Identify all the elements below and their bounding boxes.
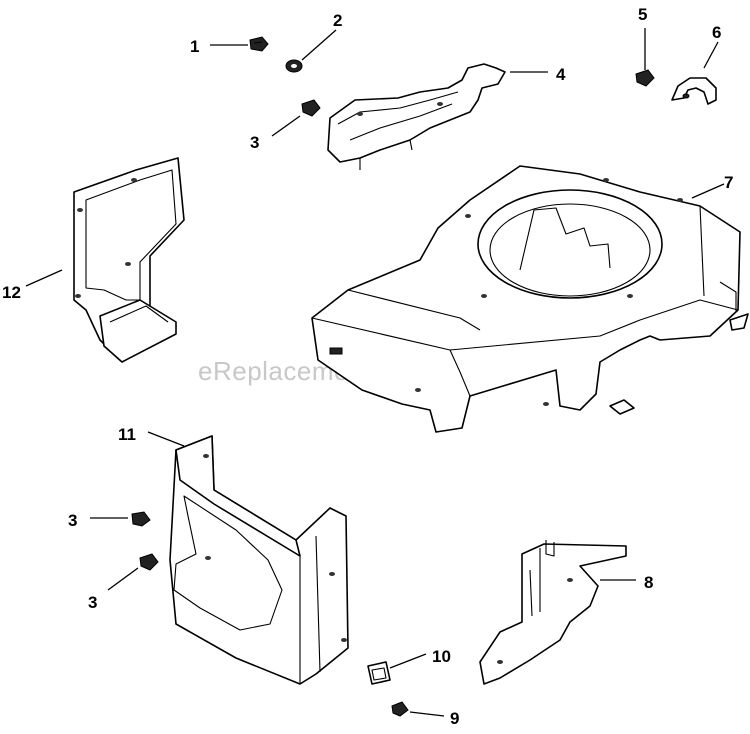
leader-7 [691, 183, 725, 199]
callout-10: 10 [432, 647, 451, 666]
part-3-screw-lower [107, 553, 159, 591]
part-6-clip [671, 41, 719, 105]
callout-11: 11 [118, 425, 136, 444]
callout-8: 8 [644, 573, 653, 592]
part-5-screw [635, 28, 655, 87]
part-3-screw-middle [90, 511, 151, 527]
callout-3-top: 3 [250, 133, 259, 152]
leader-6 [703, 41, 719, 69]
part-12-side-shroud [25, 157, 185, 363]
part-2-washer [285, 29, 337, 73]
leader-3c [107, 567, 139, 591]
callout-9: 9 [450, 709, 459, 728]
callout-3-lower: 3 [88, 593, 97, 612]
callout-7: 7 [724, 173, 733, 192]
callout-6: 6 [712, 23, 721, 42]
part-4-bracket [327, 63, 548, 170]
callout-1: 1 [190, 37, 199, 56]
leader-2 [301, 29, 337, 61]
part-10-nut [367, 653, 427, 685]
leader-10 [389, 653, 427, 669]
part-3-screw-top [271, 99, 321, 137]
leader-9 [409, 711, 445, 717]
leader-12 [25, 269, 63, 287]
part-11-lower-shroud [147, 431, 349, 685]
part-7-blower-housing [311, 165, 749, 433]
part-8-bracket [479, 540, 636, 685]
callout-12: 12 [2, 283, 21, 302]
part-1-screw [210, 36, 269, 52]
callout-2: 2 [333, 11, 342, 30]
callout-4: 4 [556, 65, 566, 84]
leader-11 [147, 431, 185, 447]
callout-5: 5 [638, 5, 647, 24]
part-9-screw [391, 701, 445, 717]
leader-3a [271, 115, 301, 137]
callout-3-middle: 3 [68, 511, 77, 530]
